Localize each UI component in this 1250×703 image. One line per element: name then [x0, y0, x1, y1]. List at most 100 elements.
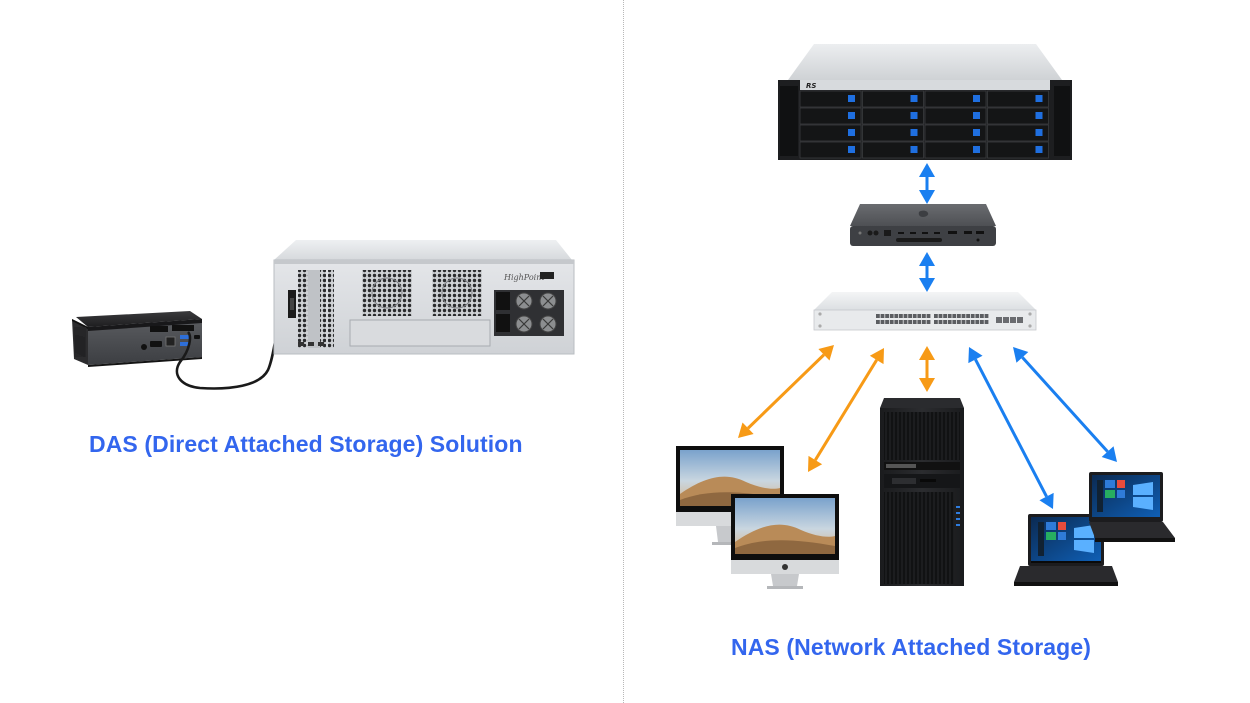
drive-bay: [924, 107, 987, 125]
switch-port: [903, 320, 908, 324]
arrowhead: [738, 422, 754, 438]
switch-port: [970, 320, 975, 324]
switch-port: [934, 314, 938, 318]
switch-port: [880, 320, 885, 324]
workstation: [880, 398, 964, 586]
drive-bay: [924, 141, 987, 159]
switch-port: [912, 320, 917, 324]
arrowhead: [919, 378, 935, 392]
das-enclosure: HighPoint: [273, 240, 575, 355]
drive-bay: [862, 90, 924, 108]
sfp-port: [1003, 317, 1009, 323]
drive-bay: [799, 107, 862, 125]
imac-2: [731, 494, 839, 589]
laptop-2: [1089, 472, 1175, 542]
arrow-network-switch-to-imac-1: [738, 345, 834, 438]
switch-port: [899, 314, 903, 318]
arrow-network-switch-to-laptop-1: [968, 347, 1054, 509]
switch-port: [885, 314, 889, 318]
switch-port: [984, 314, 989, 318]
switch-port: [980, 314, 984, 318]
switch-port: [908, 320, 912, 324]
arrowhead: [818, 345, 834, 361]
arrow-mac-mini-to-network-switch: [919, 252, 935, 292]
switch-port: [889, 320, 894, 324]
drive-bay: [987, 90, 1049, 108]
switch-port: [899, 320, 903, 324]
switch-port: [880, 314, 885, 318]
switch-port: [952, 320, 957, 324]
drive-bay: [987, 141, 1049, 159]
switch-port: [912, 314, 917, 318]
arrow-network-switch-to-imac-2: [808, 348, 884, 472]
switch-port: [889, 314, 894, 318]
switch-port: [894, 320, 899, 324]
arrowhead: [919, 346, 935, 360]
arrow-nas-rack-server-to-mac-mini: [919, 163, 935, 204]
switch-port: [885, 320, 889, 324]
drive-bay: [862, 107, 924, 125]
switch-port: [957, 320, 961, 324]
arrowhead: [1101, 446, 1117, 462]
das-caption: DAS (Direct Attached Storage) Solution: [89, 431, 523, 457]
switch-port: [894, 314, 899, 318]
switch-port: [938, 320, 943, 324]
switch-port: [975, 320, 980, 324]
drive-bay: [799, 124, 862, 142]
switch-port: [966, 314, 970, 318]
switch-port: [876, 320, 880, 324]
switch-port: [980, 320, 984, 324]
mac-mini: [850, 204, 996, 246]
switch-port: [943, 314, 947, 318]
drive-bay: [799, 141, 862, 159]
switch-port: [957, 314, 961, 318]
arrowhead: [919, 278, 935, 292]
switch-port: [917, 314, 922, 318]
section-divider: [623, 0, 624, 703]
switch-port: [922, 320, 926, 324]
switch-port: [926, 320, 931, 324]
drive-bay: [987, 107, 1049, 125]
switch-port: [952, 314, 957, 318]
arrowhead: [1039, 492, 1054, 509]
switch-port: [876, 314, 880, 318]
switch-port: [943, 320, 947, 324]
network-switch: [813, 292, 1037, 331]
sfp-port: [1010, 317, 1016, 323]
rs-logo: RS: [806, 82, 816, 90]
arrow-network-switch-to-workstation: [919, 346, 935, 392]
switch-port: [917, 320, 922, 324]
drive-bay: [862, 124, 924, 142]
sfp-port: [1017, 317, 1023, 323]
switch-port: [984, 320, 989, 324]
drive-bay: [924, 90, 987, 108]
arrow-network-switch-to-laptop-2: [1013, 347, 1117, 462]
drive-bay: [924, 124, 987, 142]
switch-port: [926, 314, 931, 318]
switch-port: [961, 314, 966, 318]
drive-bay: [799, 90, 862, 108]
arrowhead: [919, 163, 935, 177]
switch-port: [934, 320, 938, 324]
switch-port: [903, 314, 908, 318]
switch-port: [970, 314, 975, 318]
sfp-port: [996, 317, 1002, 323]
drive-bay: [862, 141, 924, 159]
switch-port: [966, 320, 970, 324]
arrowhead: [1013, 347, 1029, 363]
switch-port: [975, 314, 980, 318]
arrowhead: [919, 252, 935, 266]
nas-caption: NAS (Network Attached Storage): [731, 634, 1091, 660]
svg-text:HighPoint: HighPoint: [503, 273, 545, 282]
switch-port: [961, 320, 966, 324]
laptop-1: [1014, 514, 1118, 586]
switch-port: [908, 314, 912, 318]
switch-port: [947, 314, 952, 318]
arrowhead: [869, 348, 884, 365]
switch-port: [938, 314, 943, 318]
switch-port: [922, 314, 926, 318]
mini-pc: [72, 311, 202, 367]
nas-rack-server: RS: [778, 44, 1072, 160]
arrowhead: [919, 190, 935, 204]
